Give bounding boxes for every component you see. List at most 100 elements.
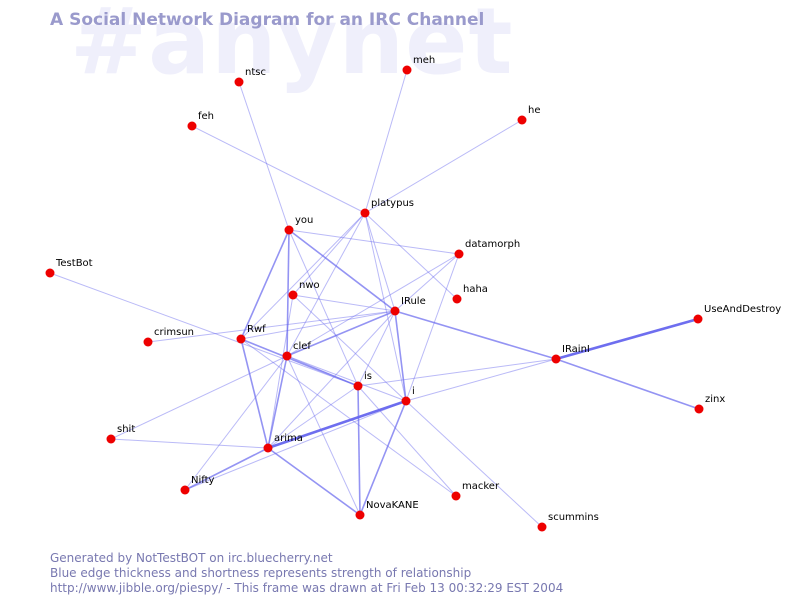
node-shit: shit (106, 424, 135, 444)
node-zinx: zinx (694, 394, 725, 414)
edge-platypus-Rwf (240, 212, 366, 340)
edge-IRainI-is (357, 358, 557, 387)
edge-clef-is (286, 355, 359, 387)
edge-IRainI-zinx (555, 358, 700, 410)
node-dot (551, 354, 561, 364)
node-IRule: IRule (390, 296, 426, 316)
edge-IRule-IRainI (394, 310, 557, 360)
node-label: meh (413, 55, 435, 66)
edge-arima-NovaKANE (267, 447, 361, 516)
edge-Rwf-is (240, 338, 359, 387)
node-nwo: nwo (288, 280, 320, 300)
edge-datamorph-clef (286, 253, 460, 357)
edge-IRule-i (394, 310, 407, 402)
edge-IRainI-i (405, 358, 557, 402)
node-dot (451, 491, 461, 501)
node-label: IRule (401, 296, 426, 307)
node-arima: arima (263, 433, 303, 453)
node-dot (263, 443, 273, 453)
node-dot (360, 208, 370, 218)
node-i: i (401, 386, 415, 406)
node-label: i (412, 386, 415, 397)
node-dot (401, 396, 411, 406)
node-label: nwo (299, 280, 320, 291)
edge-you-clef (286, 229, 290, 357)
node-dot (284, 225, 294, 235)
edge-ntsc-you (238, 81, 290, 231)
edge-IRule-is (357, 310, 396, 387)
edge-you-datamorph (288, 229, 460, 255)
edges-layer (49, 69, 700, 528)
node-IRainI: IRainI (551, 344, 590, 364)
diagram-title: A Social Network Diagram for an IRC Chan… (50, 10, 485, 30)
node-label: haha (463, 284, 488, 295)
node-label: Nifty (191, 475, 215, 486)
node-ntsc: ntsc (234, 67, 266, 87)
edge-he-platypus (364, 119, 523, 214)
edge-nwo-arima (267, 294, 294, 449)
node-label: scummins (548, 512, 599, 523)
footer-url-timestamp: http://www.jibble.org/piespy/ - This fra… (50, 581, 564, 595)
node-dot (454, 249, 464, 259)
node-label: feh (198, 111, 214, 122)
node-dot (45, 268, 55, 278)
edge-is-macker (357, 385, 457, 497)
edge-is-NovaKANE (357, 385, 361, 516)
edge-platypus-haha (364, 212, 458, 300)
node-label: macker (462, 481, 500, 492)
node-dot (234, 77, 244, 87)
node-label: NovaKANE (366, 500, 419, 511)
node-label: shit (117, 424, 135, 435)
node-dot (537, 522, 547, 532)
node-label: clef (293, 341, 311, 352)
node-platypus: platypus (360, 198, 414, 218)
edge-IRainI-UseAndDestroy (555, 317, 699, 361)
node-dot (236, 334, 246, 344)
edge-crimsun-IRule (147, 310, 396, 343)
node-TestBot: TestBot (45, 258, 93, 278)
edge-datamorph-i (405, 253, 460, 402)
edge-clef-arima (267, 355, 288, 449)
node-label: crimsun (154, 327, 194, 338)
node-dot (390, 306, 400, 316)
footer-generated-by: Generated by NotTestBOT on irc.bluecherr… (50, 551, 333, 565)
edge-i-arima (267, 399, 407, 450)
node-is: is (353, 371, 372, 391)
node-haha: haha (452, 284, 488, 304)
node-label: UseAndDestroy (704, 304, 781, 315)
node-dot (353, 381, 363, 391)
channel-watermark: #anynet (70, 0, 514, 95)
edge-clef-shit (110, 355, 288, 440)
edge-Rwf-macker (240, 338, 457, 497)
node-dot (143, 337, 153, 347)
node-label: you (295, 215, 313, 226)
node-datamorph: datamorph (454, 239, 520, 259)
edge-i-Nifty (184, 400, 407, 491)
edge-you-is (288, 229, 359, 387)
edge-Rwf-arima (240, 338, 269, 449)
node-dot (282, 351, 292, 361)
node-you: you (284, 215, 313, 235)
footer: Generated by NotTestBOT on irc.bluecherr… (50, 551, 563, 596)
edge-platypus-clef (286, 212, 366, 357)
edge-meh-platypus (364, 69, 408, 214)
edge-datamorph-IRule (394, 253, 460, 312)
node-crimsun: crimsun (143, 327, 194, 347)
node-dot (517, 115, 527, 125)
node-dot (694, 404, 704, 414)
node-dot (187, 121, 197, 131)
node-label: zinx (705, 394, 725, 405)
edge-is-arima (267, 385, 359, 449)
edge-IRule-Rwf (240, 310, 396, 340)
node-dot (452, 294, 462, 304)
edge-i-NovaKANE (359, 400, 407, 516)
edge-IRule-clef (286, 310, 396, 357)
node-label: IRainI (562, 344, 590, 355)
node-meh: meh (402, 55, 435, 75)
node-dot (402, 65, 412, 75)
edge-IRule-arima (267, 310, 396, 449)
node-label: he (528, 105, 541, 116)
